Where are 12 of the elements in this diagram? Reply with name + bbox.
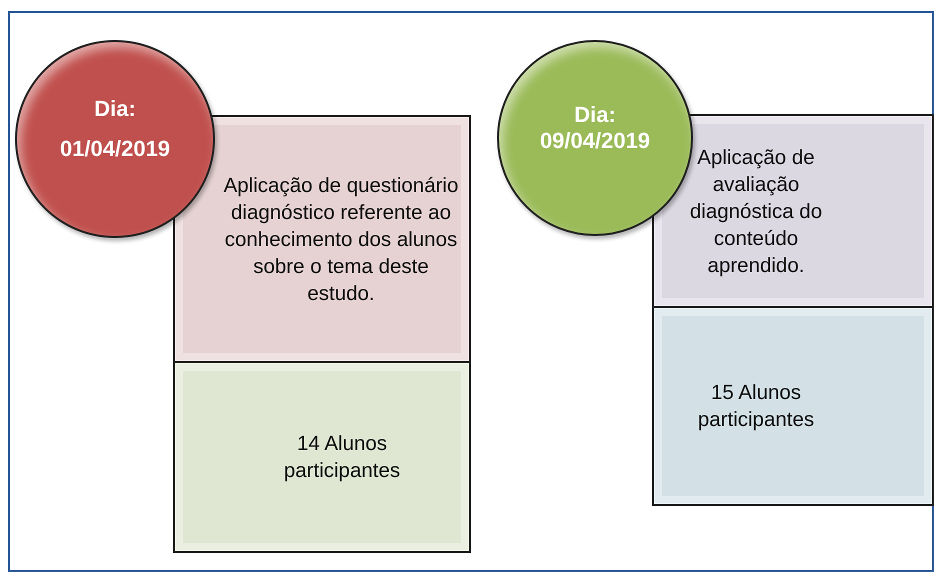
step-text: Aplicação de questionário diagnóstico referente ao conhecimento dos alunos sobre o tema deste estudo.: [222, 172, 460, 306]
step-text: 14 Alunos participantes: [282, 431, 402, 484]
step-text: Aplicação de avaliação diagnóstica do conteúdo aprendido.: [688, 144, 824, 278]
date-text: 01/04/2019: [60, 136, 170, 162]
step-text: 15 Alunos participantes: [696, 380, 816, 433]
day-label: Dia:: [574, 102, 616, 128]
day-label: Dia:: [94, 96, 136, 122]
step-box: [652, 114, 934, 308]
step-box: [173, 115, 471, 363]
step-box: [652, 306, 934, 506]
date-text: 09/04/2019: [540, 128, 650, 154]
step-box: [173, 361, 471, 553]
